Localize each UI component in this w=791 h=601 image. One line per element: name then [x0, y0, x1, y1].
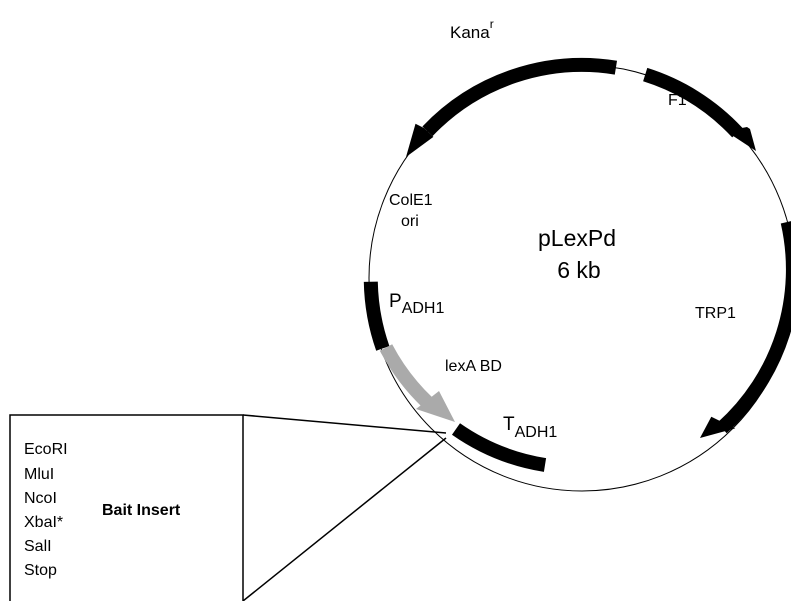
trp1-arrow — [700, 221, 791, 438]
plasmid-name: pLexPd — [538, 225, 616, 251]
zoom-line-bottom — [242, 437, 447, 601]
restriction-sites: EcoRI MluI NcoI XbaI* SalI Stop — [24, 441, 68, 579]
zoom-line-top — [242, 414, 447, 434]
ori-label: ori — [401, 213, 419, 230]
trp1-label: TRP1 — [695, 305, 736, 322]
f1-arrow — [643, 67, 756, 151]
kana-arrow — [406, 57, 618, 157]
cole1-label: ColE1 — [389, 192, 433, 209]
plasmid-size: 6 kb — [557, 257, 600, 283]
padh1-label: PADH1 — [389, 291, 444, 317]
lexa-bd-label: lexA BD — [445, 358, 502, 375]
f1-label: F1 — [668, 92, 687, 109]
bait-insert-label: Bait Insert — [102, 502, 181, 519]
kana-label: Kanar — [450, 17, 494, 42]
insert-box — [9, 414, 447, 601]
site-label: NcoI — [24, 490, 57, 507]
site-label: XbaI* — [24, 514, 63, 531]
site-label: MluI — [24, 466, 54, 483]
site-label: SalI — [24, 538, 52, 555]
padh1-block — [363, 281, 390, 351]
site-label: Stop — [24, 562, 57, 579]
site-label: EcoRI — [24, 441, 68, 458]
lexa-bd-arrow — [379, 344, 455, 422]
tadh1-block — [451, 423, 547, 472]
tadh1-label: TADH1 — [503, 414, 557, 441]
